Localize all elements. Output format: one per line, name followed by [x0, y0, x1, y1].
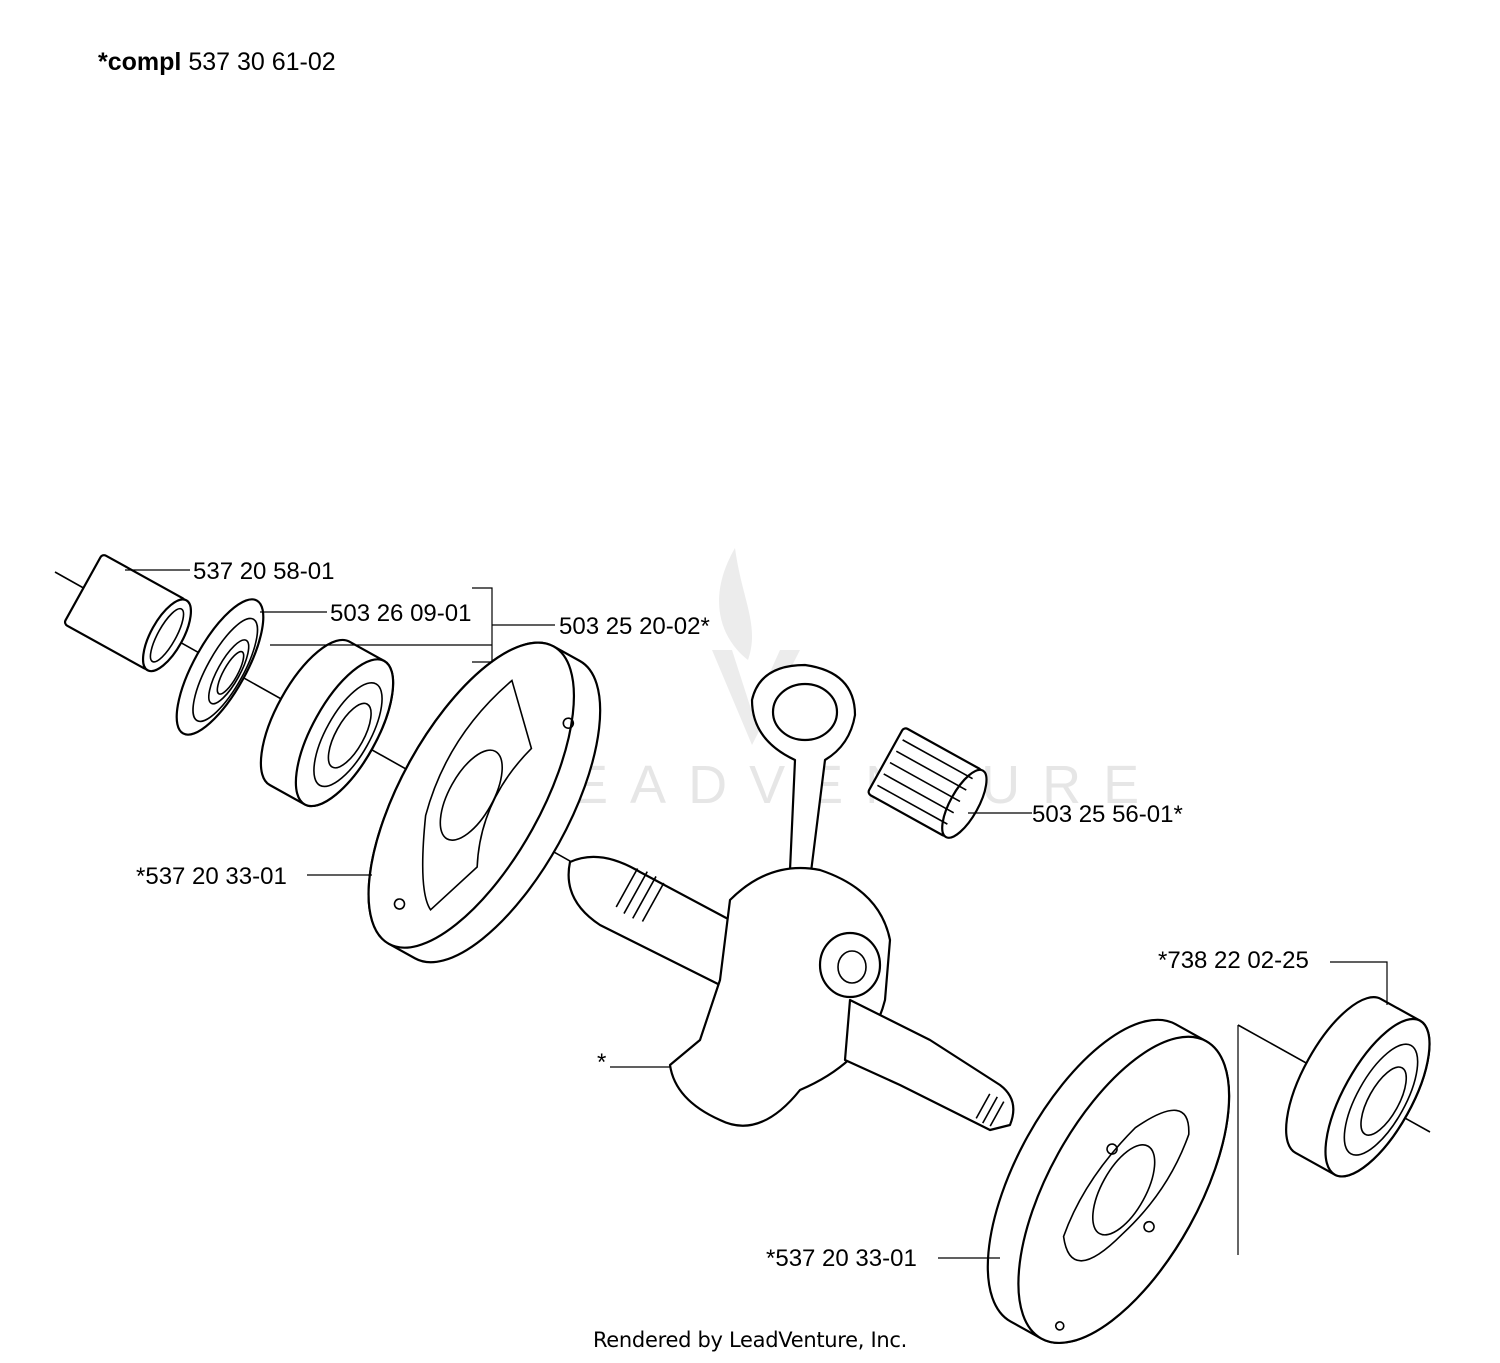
connecting-rod-part[interactable]	[750, 663, 857, 922]
leadventure-watermark: LEADVENTURE	[520, 548, 1161, 815]
watermark-text: LEADVENTURE	[520, 755, 1161, 815]
callout-ball-bearing-right[interactable]: *738 22 02-25	[1158, 947, 1309, 974]
callout-crankshaft[interactable]: *	[597, 1049, 606, 1076]
sleeve-part[interactable]	[63, 554, 201, 678]
seal-part[interactable]	[160, 588, 279, 746]
assembly-number: *compl 537 30 61-02	[98, 48, 336, 77]
callout-sleeve[interactable]: 537 20 58-01	[193, 558, 334, 585]
footer-credit: Rendered by LeadVenture, Inc.	[592, 1328, 908, 1352]
crank-half-right-part[interactable]	[945, 988, 1272, 1363]
assembly-part-number: 537 30 61-02	[188, 48, 336, 76]
crank-half-left-part[interactable]	[328, 613, 642, 993]
callout-crank-half-left[interactable]: *537 20 33-01	[136, 863, 287, 890]
callout-crank-half-right[interactable]: *537 20 33-01	[766, 1245, 917, 1272]
assembly-prefix: *compl	[98, 48, 182, 76]
callout-bearing-kit[interactable]: 503 25 20-02*	[559, 613, 710, 640]
callout-needle-bearing[interactable]: 503 25 56-01*	[1032, 801, 1183, 828]
ball-bearing-right-part[interactable]	[1266, 982, 1450, 1191]
crankshaft-part[interactable]	[567, 855, 1015, 1132]
leader-lines	[125, 569, 1388, 1259]
callout-labels: 537 20 58-01 503 26 09-01 503 25 20-02* …	[136, 558, 1309, 1272]
callout-seal[interactable]: 503 26 09-01	[330, 600, 471, 627]
needle-bearing-part[interactable]	[867, 727, 995, 844]
ball-bearing-left-part[interactable]	[242, 626, 412, 820]
